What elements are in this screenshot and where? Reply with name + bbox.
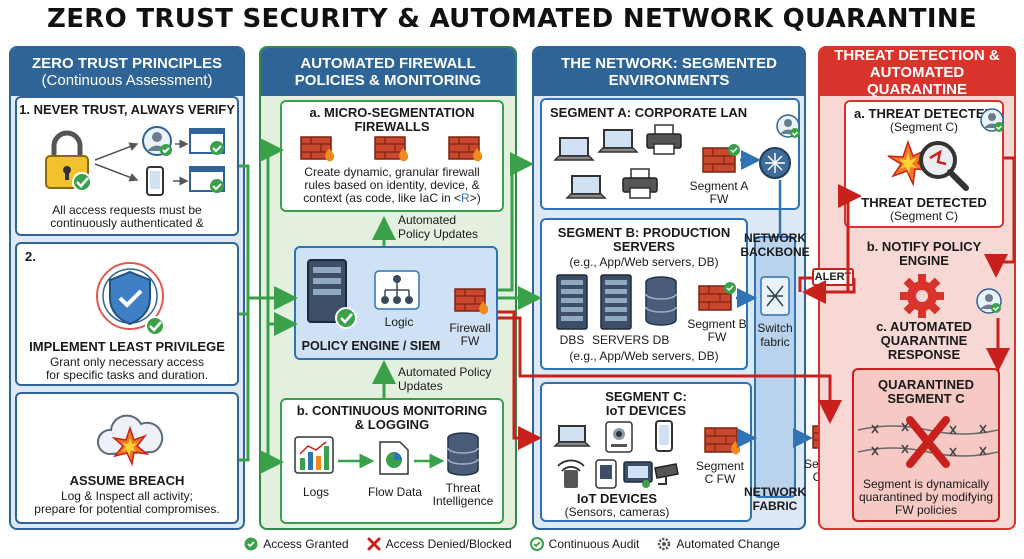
logic-icon — [374, 270, 420, 310]
firewall-icon-b — [698, 282, 736, 311]
segment-c-box: SEGMENT C: IoT DEVICES Segment C FW IoT … — [540, 382, 752, 522]
laptop-icon-2 — [597, 129, 639, 153]
laptop-icon — [553, 137, 595, 161]
monitor-icon — [623, 461, 653, 488]
firewall-icon-a — [702, 144, 740, 173]
legend-denied: Access Denied/Blocked — [367, 537, 512, 551]
firewall-header: AUTOMATED FIREWALL POLICIES & MONITORING — [261, 48, 515, 96]
shield-icon — [96, 262, 165, 336]
camera-icon — [654, 463, 679, 485]
laptop-icon-c — [553, 425, 591, 447]
verified-window-icon-2 — [189, 166, 225, 193]
never-trust-box: 1. NEVER TRUST, ALWAYS VERIFY All access… — [15, 96, 239, 236]
principles-header: ZERO TRUST PRINCIPLES (Continuous Assess… — [11, 48, 243, 96]
cross-icon — [367, 537, 381, 551]
database-icon-b — [645, 276, 677, 326]
flow-data-icon — [379, 441, 409, 475]
firewall-icon-engine — [454, 288, 489, 315]
micro-segmentation-box: a. MICRO-SEGMENTATION FIREWALLS Create d… — [280, 100, 504, 212]
logs-chart-icon — [294, 436, 334, 474]
user-icon — [142, 126, 172, 156]
printer-icon-2 — [622, 168, 658, 199]
server-icon — [307, 259, 357, 329]
server-rack-icon-2 — [600, 274, 632, 330]
check-icon — [244, 537, 258, 551]
assume-breach-box: ASSUME BREACH Log & Inspect all activity… — [15, 392, 239, 524]
legend: Access Granted Access Denied/Blocked Con… — [0, 534, 1024, 554]
monitor-arrows — [338, 453, 445, 469]
monitoring-box: b. CONTINUOUS MONITORING & LOGGING Logs … — [280, 398, 504, 524]
laptop-icon-3 — [565, 175, 607, 199]
policy-engine-box: Logic Firewall FW POLICY ENGINE / SIEM — [294, 246, 498, 360]
database-icon — [447, 432, 479, 476]
audit-icon — [529, 537, 544, 551]
page-title: ZERO TRUST SECURITY & AUTOMATED NETWORK … — [47, 4, 977, 34]
mobile-icon — [146, 166, 164, 196]
breach-cloud-icon — [97, 414, 164, 467]
lock-icon — [45, 130, 92, 192]
least-privilege-box: 2. IMPLEMENT LEAST PRIVILEGE Grant only … — [15, 242, 239, 386]
printer-icon — [646, 124, 682, 155]
threat-header: THREAT DETECTION & AUTOMATED QUARANTINE — [820, 47, 1014, 98]
verify-arrows — [94, 139, 189, 186]
user-icon-a — [776, 114, 800, 138]
firewall-icon-3 — [448, 136, 483, 162]
firewall-icon — [300, 136, 335, 162]
phone-icon — [655, 420, 673, 452]
threat-detected-box: a. THREAT DETECTED (Segment C) THREAT DE… — [844, 100, 1004, 228]
user-icon-threat — [980, 108, 1004, 132]
segment-b-box: SEGMENT B: PRODUCTION SERVERS (e.g., App… — [540, 218, 748, 370]
gear-small-icon — [658, 537, 671, 551]
network-header: THE NETWORK: SEGMENTED ENVIRONMENTS — [534, 48, 804, 96]
legend-change: Automated Change — [657, 537, 780, 551]
threat-magnifier-icon — [887, 139, 969, 191]
user-icon-quarantine — [976, 288, 1002, 314]
server-rack-icon — [556, 274, 588, 330]
legend-audit: Continuous Audit — [529, 537, 639, 551]
barbed-wire-icon — [857, 416, 999, 468]
switch-fabric-icon — [760, 276, 790, 316]
sensor-icon — [605, 421, 633, 453]
tablet-icon — [595, 459, 617, 489]
legend-granted: Access Granted — [244, 537, 349, 551]
firewall-icon-c — [704, 427, 741, 455]
gear-icon — [900, 274, 944, 318]
firewall-icon-2 — [374, 136, 409, 162]
verified-window-icon — [189, 128, 225, 155]
wifi-sensor-icon — [557, 459, 585, 488]
quarantined-box: QUARANTINED SEGMENT C Segment is dynamic… — [852, 368, 1000, 522]
